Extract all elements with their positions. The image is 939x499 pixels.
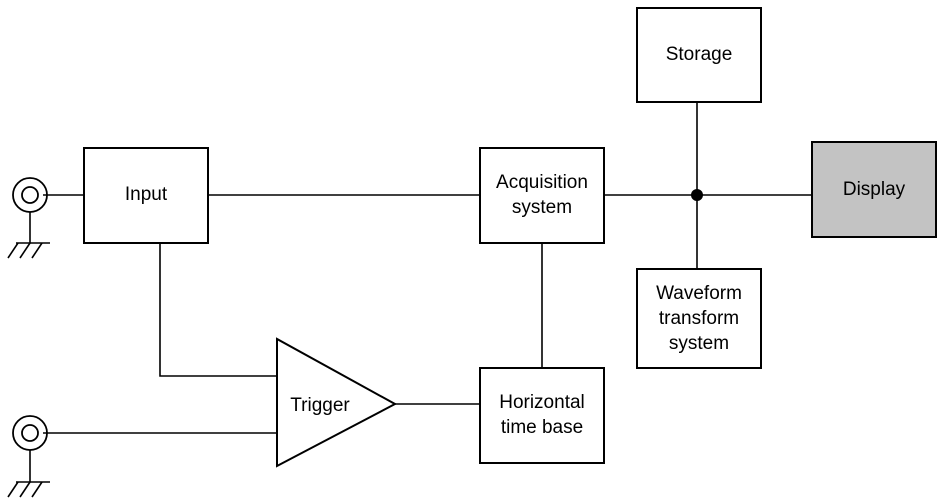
horizontal-label-line1: Horizontal [499, 392, 585, 413]
horizontal-label-line2: time base [501, 417, 583, 438]
input-block: Input [83, 147, 209, 244]
trigger-triangle-icon [276, 337, 398, 468]
trigger-label: Trigger [290, 395, 350, 416]
wire-input-trigger [159, 243, 277, 377]
waveform-transform-block: Waveform transform system [636, 268, 762, 369]
junction-dot [691, 189, 703, 201]
bnc-connector-icon [7, 415, 50, 498]
storage-label: Storage [666, 44, 733, 65]
waveform-label-line1: Waveform [656, 283, 742, 304]
trigger-amplifier: Trigger [276, 337, 398, 468]
acquisition-label-line2: system [512, 197, 572, 218]
input-label: Input [125, 184, 168, 205]
storage-block: Storage [636, 7, 762, 103]
display-label: Display [843, 179, 906, 200]
horizontal-time-base-block: Horizontal time base [479, 367, 605, 464]
connection-lines [43, 102, 812, 434]
waveform-label-line2: transform [659, 308, 739, 329]
display-block: Display [811, 141, 937, 238]
acquisition-system-block: Acquisition system [479, 147, 605, 244]
waveform-label-line3: system [669, 333, 729, 354]
bnc-connector-icon [7, 177, 50, 259]
acquisition-label-line1: Acquisition [496, 172, 588, 193]
